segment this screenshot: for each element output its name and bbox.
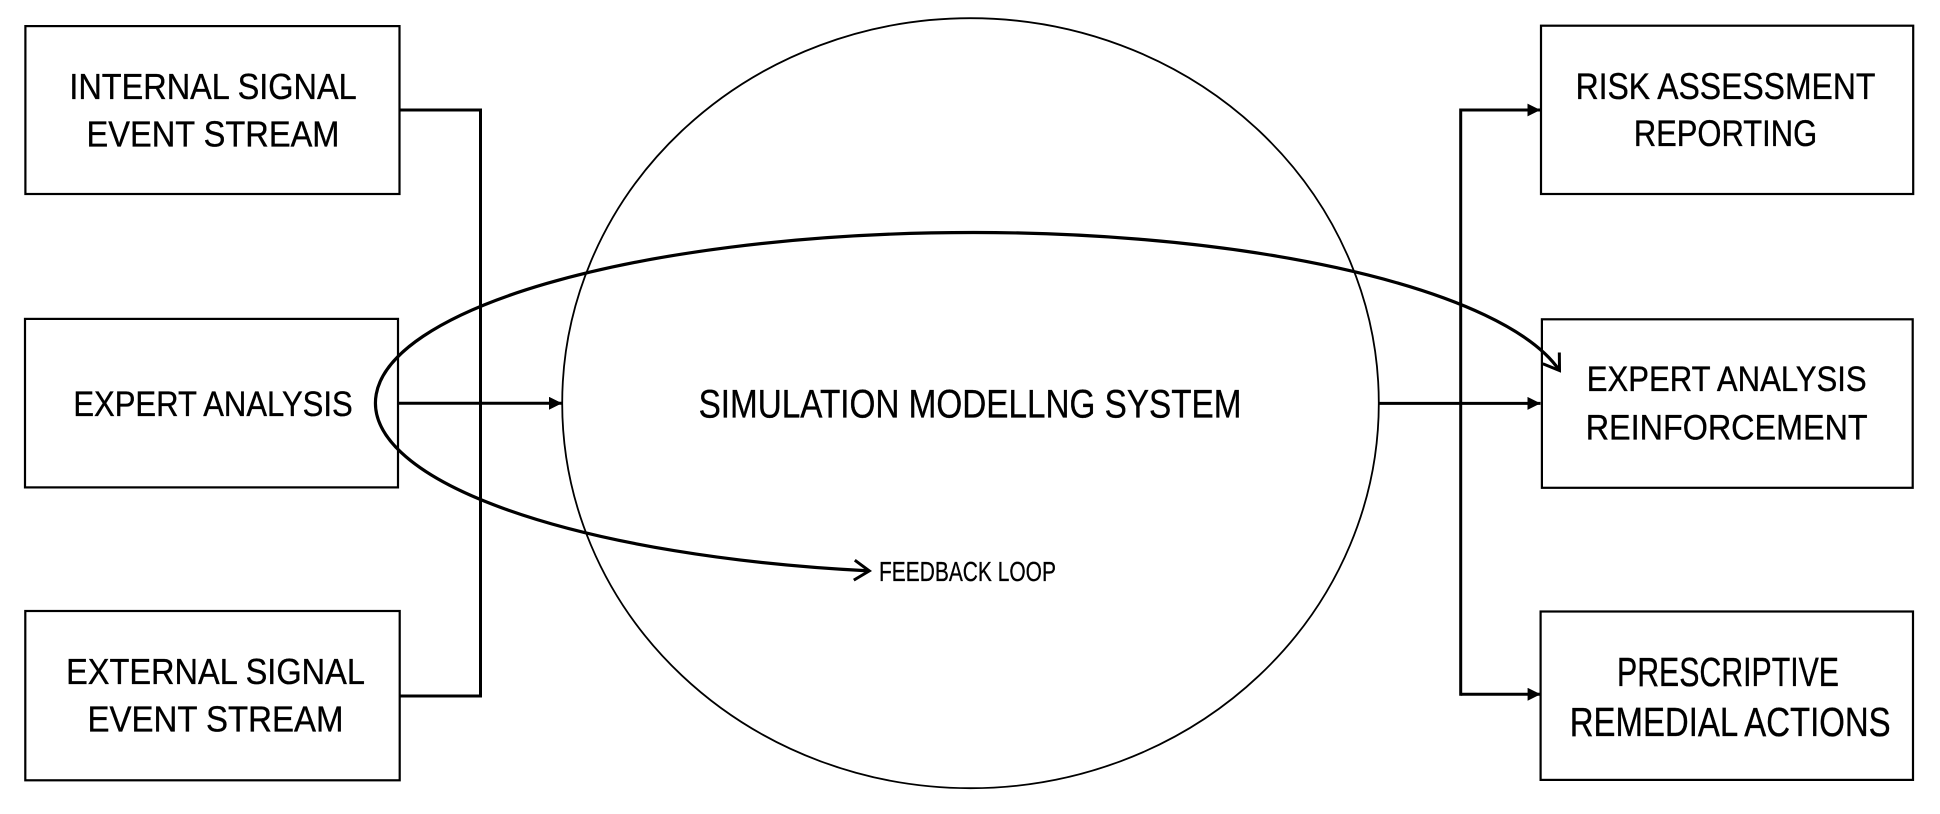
svg-text:FEEDBACK LOOP: FEEDBACK LOOP	[879, 557, 1056, 588]
svg-text:RISK ASSESSMENT: RISK ASSESSMENT	[1576, 67, 1876, 107]
svg-text:SIMULATION MODELLNG SYSTEM: SIMULATION MODELLNG SYSTEM	[699, 382, 1242, 427]
svg-text:EXPERT ANALYSIS: EXPERT ANALYSIS	[73, 385, 352, 424]
svg-text:EVENT STREAM: EVENT STREAM	[87, 115, 340, 155]
svg-text:EXPERT ANALYSIS: EXPERT ANALYSIS	[1587, 360, 1867, 399]
svg-text:REMEDIAL ACTIONS: REMEDIAL ACTIONS	[1570, 700, 1891, 745]
svg-text:REPORTING: REPORTING	[1634, 114, 1817, 155]
svg-text:REINFORCEMENT: REINFORCEMENT	[1586, 408, 1868, 448]
svg-text:PRESCRIPTIVE: PRESCRIPTIVE	[1617, 650, 1839, 695]
svg-text:INTERNAL SIGNAL: INTERNAL SIGNAL	[69, 68, 356, 108]
svg-text:EXTERNAL SIGNAL: EXTERNAL SIGNAL	[66, 653, 365, 693]
svg-text:EVENT STREAM: EVENT STREAM	[88, 700, 344, 740]
